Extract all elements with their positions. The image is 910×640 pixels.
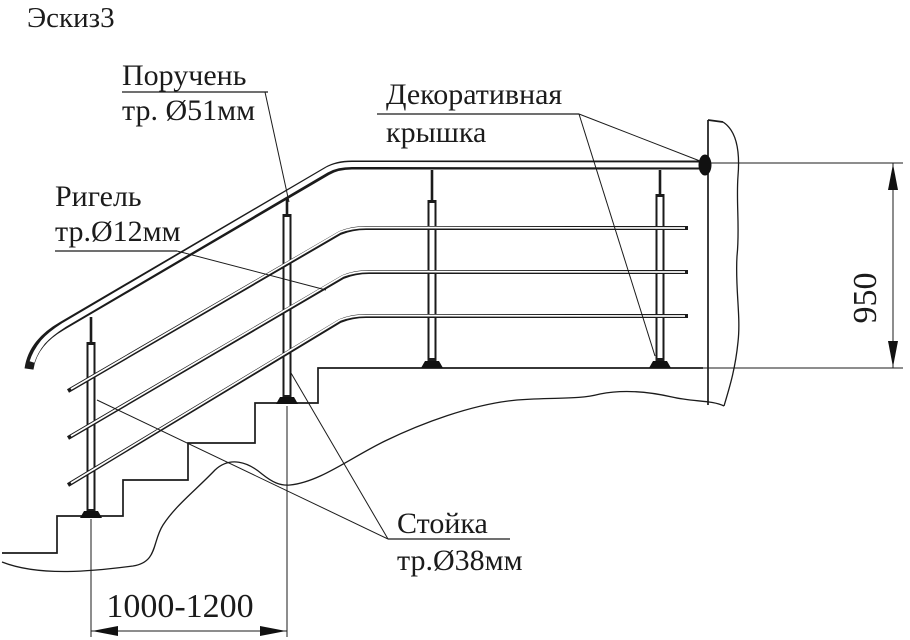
leader-crossbar (176, 250, 327, 291)
railing-post-4 (649, 170, 671, 368)
railing-post-3 (421, 170, 443, 368)
post-label-line1: Стойка (397, 507, 488, 540)
leader-decorative-cover-base (578, 113, 656, 357)
handrail-label-line1: Поручень (122, 59, 247, 92)
wall-top-edge (707, 119, 724, 123)
arrowhead-height-top (888, 164, 898, 190)
crossbar-rod-1 (66, 226, 688, 393)
spacing-dimension-text: 1000-1200 (106, 588, 254, 625)
crossbar-label-line1: Ригель (55, 180, 142, 213)
arrowhead-spacing-right (260, 626, 286, 636)
railing-post-1 (80, 317, 102, 518)
handrail-tube-core (29, 162, 704, 363)
leader-handrail (264, 91, 290, 203)
wall-right-break-edge (722, 121, 740, 407)
post-2-base-cover (276, 397, 298, 404)
crossbar-rod-3 (66, 314, 688, 487)
height-dimension-text: 950 (847, 272, 884, 324)
crossbar-rod-1-outer (66, 226, 688, 393)
arrowhead-height-bottom (888, 341, 898, 367)
railing-post-2 (276, 199, 298, 404)
handrail-tube (24, 160, 705, 370)
leader-decorative-cover-wall (578, 113, 701, 162)
crossbar-rod-2 (66, 270, 688, 440)
leader-post-upper (290, 372, 389, 540)
leader-post-lower (96, 399, 389, 540)
ground-break-line (1, 390, 725, 573)
crossbar-rod-3-core (70, 314, 686, 484)
crossbar-rod-2-outer (66, 270, 688, 440)
arrowhead-spacing-left (92, 626, 118, 636)
post-4-base-cover (649, 361, 671, 368)
decorative-cover-label-line1: Декоративная (386, 78, 563, 111)
crossbar-rod-1-core (70, 226, 686, 390)
crossbar-rod-2-core (70, 270, 686, 437)
post-3-base-cover (421, 361, 443, 368)
crossbar-rod-3-outer (66, 314, 688, 487)
decorative-cover-label-line2: крышка (386, 116, 487, 149)
crossbar-label-line2: тр.Ø12мм (55, 215, 181, 248)
handrail-label-line2: тр. Ø51мм (122, 94, 256, 127)
wall-decorative-cover (698, 154, 712, 176)
sketch-title: Эскиз3 (27, 2, 115, 34)
staircase-outline (2, 367, 703, 554)
post-1-base-cover (80, 511, 102, 518)
post-label-line2: тр.Ø38мм (397, 544, 523, 577)
